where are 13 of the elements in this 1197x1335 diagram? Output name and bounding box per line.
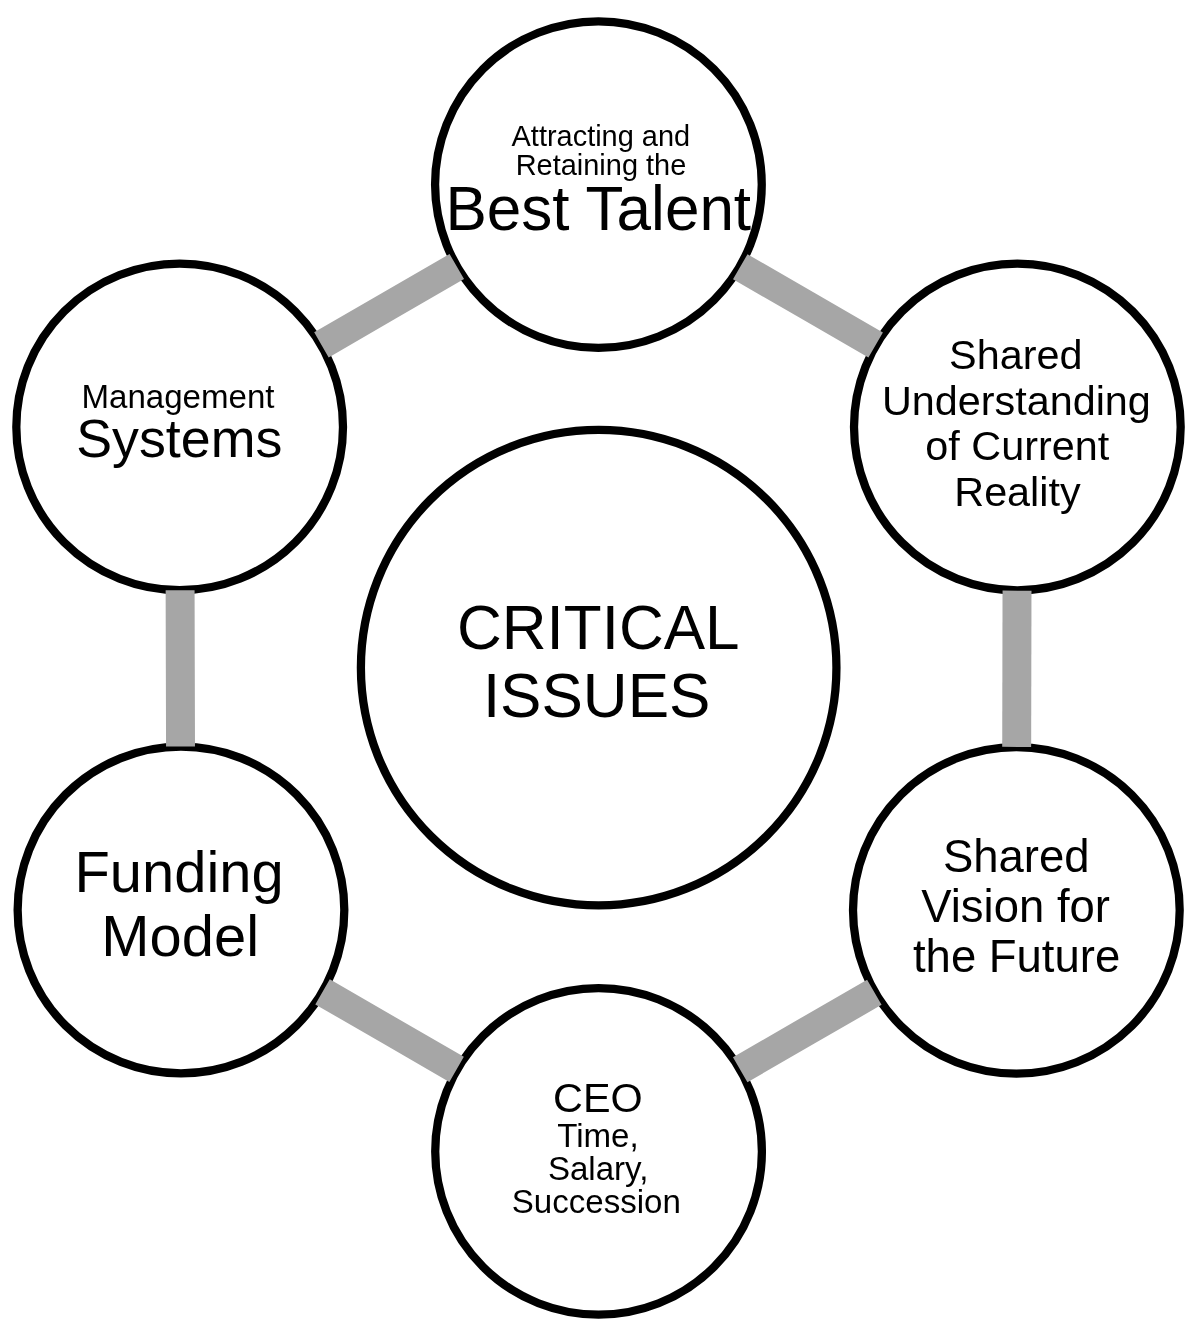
node-circle: Shared Vision for the Future — [848, 742, 1184, 1078]
node-circle: CEO Time, Salary, Succession — [431, 983, 767, 1319]
connector — [165, 589, 195, 746]
connector — [733, 253, 883, 358]
node-circle: Attracting and Retaining the Best Talent — [430, 16, 766, 352]
connector — [314, 253, 465, 357]
node-circle: CRITICAL ISSUES — [356, 425, 841, 910]
node-circle: Management Systems — [12, 258, 348, 594]
node-circle: Shared Understanding of Current Reality — [849, 259, 1185, 594]
connector — [733, 979, 882, 1082]
connector — [315, 978, 464, 1082]
node-circle: Funding Model — [13, 742, 349, 1077]
connector — [1002, 590, 1032, 747]
